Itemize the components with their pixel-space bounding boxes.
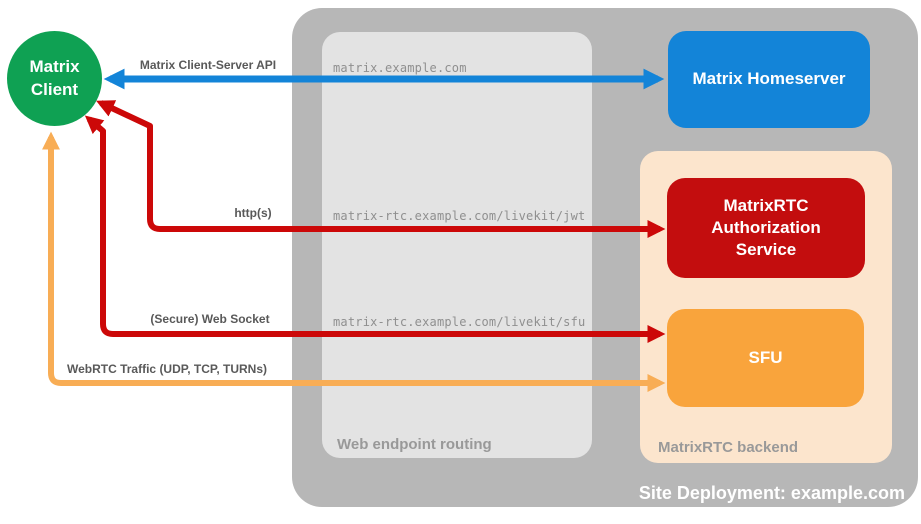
web-endpoint-routing-panel xyxy=(322,32,592,458)
web-endpoint-routing-caption: Web endpoint routing xyxy=(337,436,492,453)
https-arrow-label: http(s) xyxy=(234,206,272,220)
sfu-node: SFU xyxy=(667,309,864,407)
matrixrtc-authorization-service-node: MatrixRTC Authorization Service xyxy=(667,178,865,278)
matrix-client-node: Matrix Client xyxy=(7,31,102,126)
endpoint-matrix: matrix.example.com xyxy=(333,61,467,75)
matrix-client-label: Matrix Client xyxy=(29,57,80,99)
sfu-label: SFU xyxy=(748,347,783,367)
matrix-homeserver-node: Matrix Homeserver xyxy=(668,31,870,128)
endpoint-livekit-jwt: matrix-rtc.example.com/livekit/jwt xyxy=(333,209,586,223)
websocket-arrow-label: (Secure) Web Socket xyxy=(150,312,270,326)
site-deployment-caption: Site Deployment: example.com xyxy=(638,483,905,503)
matrixrtc-backend-caption: MatrixRTC backend xyxy=(658,439,799,456)
endpoint-livekit-sfu: matrix-rtc.example.com/livekit/sfu xyxy=(333,315,586,329)
matrix-homeserver-label: Matrix Homeserver xyxy=(692,69,846,89)
webrtc-traffic-arrow-label: WebRTC Traffic (UDP, TCP, TURNs) xyxy=(66,362,268,376)
matrixrtc-authorization-service-label: MatrixRTC Authorization Service xyxy=(711,195,821,260)
client-server-api-arrow-label: Matrix Client-Server API xyxy=(139,58,277,72)
